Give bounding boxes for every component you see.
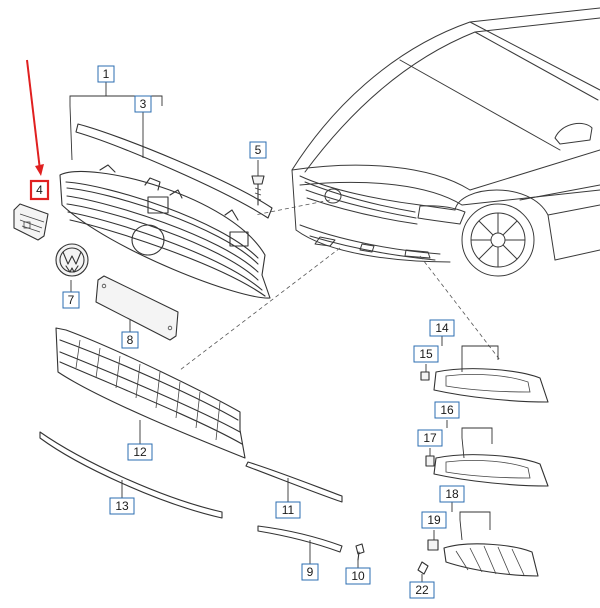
dash-line-grille xyxy=(254,199,331,216)
callout-18: 18 xyxy=(439,485,465,503)
part-1-main-grille xyxy=(59,164,271,299)
callout-4: 4 xyxy=(29,179,50,201)
callout-9: 9 xyxy=(301,563,319,581)
leader-lines xyxy=(69,82,499,582)
svg-text:16: 16 xyxy=(440,403,454,417)
callout-22: 22 xyxy=(409,581,435,599)
part-4-clip xyxy=(13,203,49,241)
callout-8: 8 xyxy=(121,331,139,349)
svg-text:22: 22 xyxy=(415,583,429,597)
car-illustration xyxy=(291,7,600,277)
svg-text:8: 8 xyxy=(127,333,134,347)
svg-text:14: 14 xyxy=(435,321,449,335)
part-8-plate xyxy=(95,275,179,341)
callout-13: 13 xyxy=(109,497,135,515)
svg-text:12: 12 xyxy=(133,445,147,459)
part-3-chrome-strip xyxy=(75,123,273,219)
dash-line-lower-grille xyxy=(179,247,341,371)
svg-text:9: 9 xyxy=(307,565,314,579)
svg-text:7: 7 xyxy=(68,293,75,307)
callout-10: 10 xyxy=(345,567,371,585)
svg-text:4: 4 xyxy=(36,183,43,197)
svg-text:17: 17 xyxy=(423,431,437,445)
part-11-trim-strip xyxy=(245,461,343,503)
part-14-fog-trim xyxy=(420,368,549,403)
svg-text:11: 11 xyxy=(282,503,295,517)
part-16-fog-trim xyxy=(425,454,549,487)
svg-text:15: 15 xyxy=(419,347,433,361)
callout-12: 12 xyxy=(127,443,153,461)
part-13-trim-strip xyxy=(39,431,223,519)
svg-text:19: 19 xyxy=(427,513,441,527)
callout-7: 7 xyxy=(62,291,80,309)
part-18-fog-trim xyxy=(417,539,539,577)
callout-5: 5 xyxy=(249,141,267,159)
part-10-clip xyxy=(355,543,365,561)
part-9-trim-strip xyxy=(257,525,343,553)
callout-17: 17 xyxy=(417,429,443,447)
svg-text:5: 5 xyxy=(255,143,262,157)
highlight-arrow xyxy=(26,59,44,176)
svg-text:18: 18 xyxy=(445,487,459,501)
svg-text:1: 1 xyxy=(103,67,110,81)
svg-text:3: 3 xyxy=(140,97,147,111)
callout-14: 14 xyxy=(429,319,455,337)
part-5-screw xyxy=(251,175,265,206)
callout-19: 19 xyxy=(421,511,447,529)
callout-11: 11 xyxy=(275,501,301,519)
part-7-emblem xyxy=(55,243,89,277)
callout-3: 3 xyxy=(134,95,152,113)
callout-16: 16 xyxy=(434,401,460,419)
callout-1: 1 xyxy=(97,65,115,83)
part-12-lower-grille xyxy=(55,327,246,459)
callout-15: 15 xyxy=(413,345,439,363)
svg-text:10: 10 xyxy=(351,569,365,583)
svg-text:13: 13 xyxy=(115,499,129,513)
dash-line-fog xyxy=(419,255,501,361)
